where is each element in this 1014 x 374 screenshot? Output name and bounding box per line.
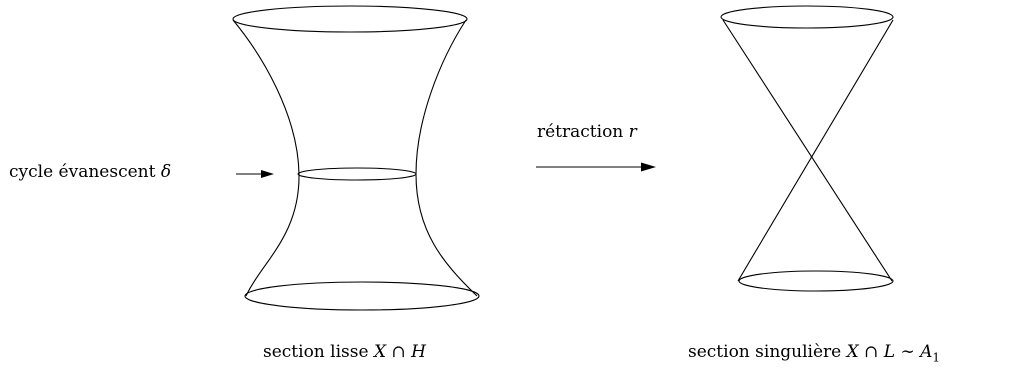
smooth-section-formula: X ∩ H xyxy=(373,342,426,362)
bottom-rim-right xyxy=(738,270,894,292)
singular-section-subscript: 1 xyxy=(932,350,941,365)
top-rim-left xyxy=(232,5,468,33)
retraction-symbol: r xyxy=(628,122,637,142)
singular-section-cone xyxy=(720,5,894,292)
cone-generator-left xyxy=(722,19,893,282)
singular-section-caption: section singulière X ∩ L ∼ A1 xyxy=(688,342,941,365)
cone-generator-right xyxy=(737,19,894,282)
smooth-section-surface xyxy=(232,5,480,311)
right-profile-curve xyxy=(415,19,478,297)
top-rim-right xyxy=(720,5,894,29)
singular-section-formula: X ∩ L ∼ A xyxy=(846,342,933,362)
vanishing-cycle-ellipse xyxy=(297,167,417,181)
retraction-label: rétraction r xyxy=(537,122,637,142)
vanishing-cycle-label: cycle évanescent δ xyxy=(9,162,172,182)
retraction-arrow xyxy=(536,162,656,172)
smooth-section-caption: section lisse X ∩ H xyxy=(263,342,426,362)
bottom-rim-left xyxy=(244,281,480,311)
delta-symbol: δ xyxy=(160,162,172,182)
cycle-pointer-arrow xyxy=(236,170,274,178)
left-profile-curve xyxy=(232,19,300,297)
